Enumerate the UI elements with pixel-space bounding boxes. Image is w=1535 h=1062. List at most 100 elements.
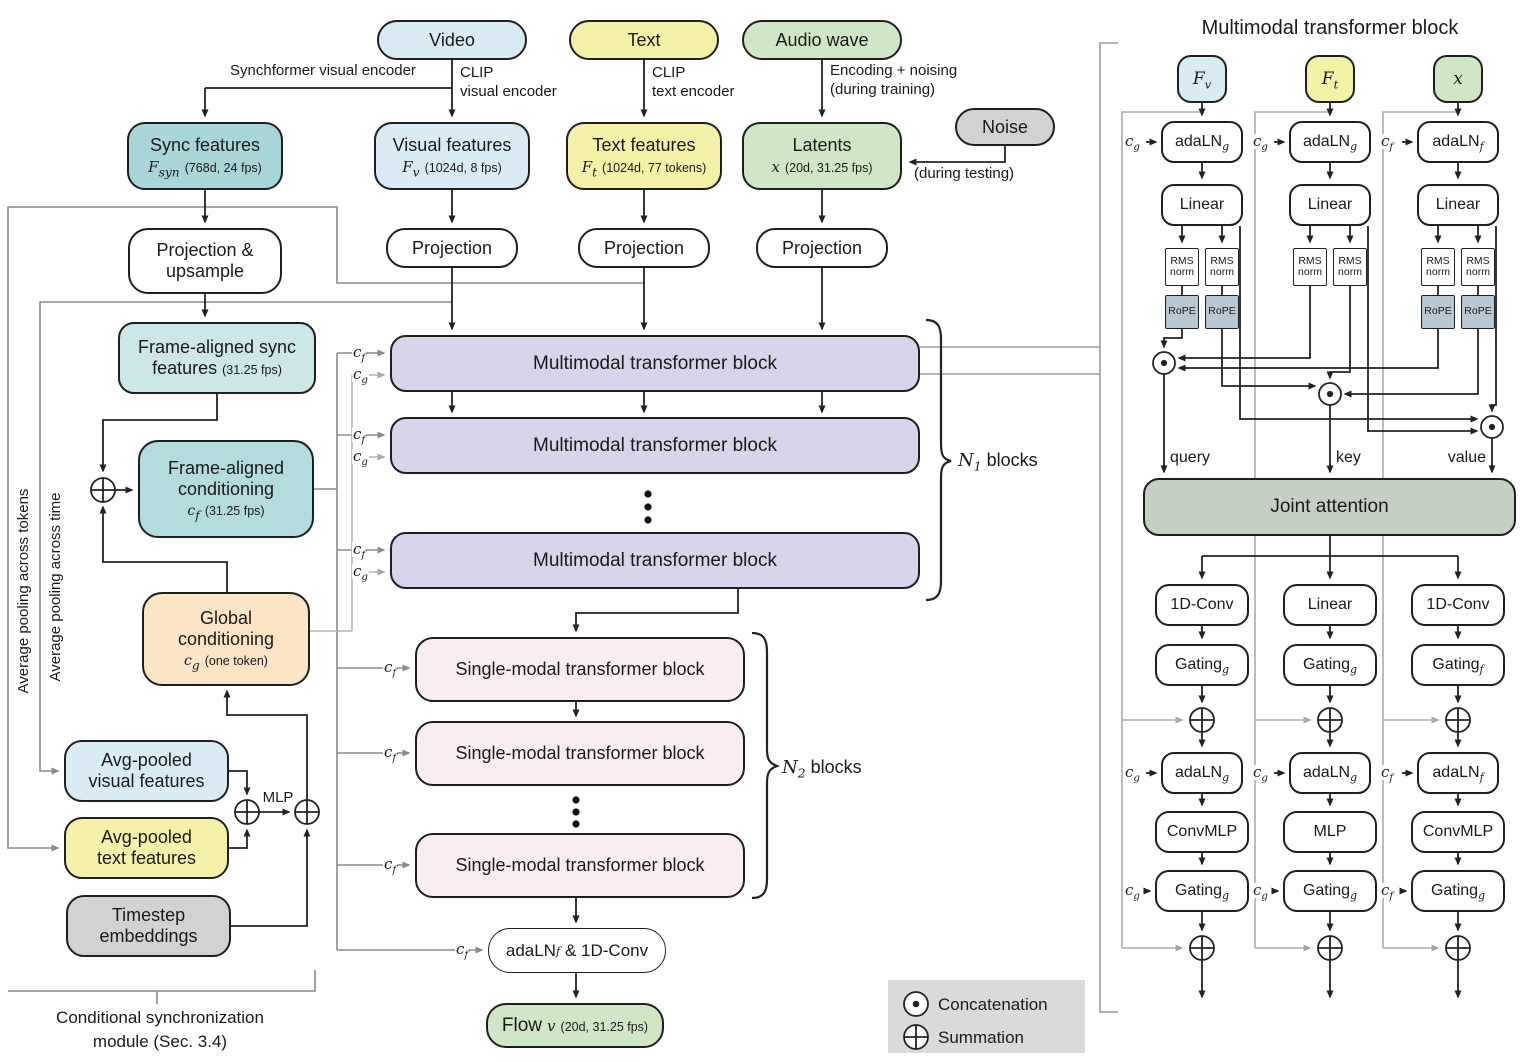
cg-label: cg — [352, 365, 369, 386]
rope-box: RoPE — [1461, 295, 1495, 329]
sum-circle — [1189, 707, 1215, 733]
joint-attention-node: Joint attention — [1143, 478, 1516, 536]
group-braces — [751, 318, 952, 900]
multimodal-block-3: Multimodal transformer block — [390, 532, 920, 589]
mlp-col1: ConvMLP — [1155, 811, 1249, 853]
adaln2-col1: adaLNg — [1161, 752, 1243, 794]
rope-box: RoPE — [1205, 295, 1239, 329]
text-features-node: Text features Ft (1024d, 77 tokens) — [566, 122, 722, 190]
value-label: value — [1447, 449, 1486, 466]
during-testing-label: (during testing) — [914, 165, 1015, 182]
avg-pooled-text-node: Avg-pooled text features — [64, 817, 229, 879]
panel-c-label: cg — [1124, 881, 1141, 902]
legend-sum-label: Summation — [938, 1028, 1024, 1047]
concat-circle — [1480, 415, 1504, 439]
panel-c-label: cg — [1124, 763, 1141, 784]
avg-visual-line1: Avg-pooled — [101, 750, 192, 771]
n2-blocks-label: N2 blocks — [782, 757, 862, 781]
cf-label: cf — [383, 743, 398, 764]
panel-c-label: cf — [1380, 763, 1395, 784]
single-modal-block-2: Single-modal transformer block — [415, 721, 745, 786]
visual-features-title: Visual features — [392, 135, 512, 156]
sum-circle — [1317, 707, 1343, 733]
cf-label: cf — [352, 540, 367, 561]
concat-circle — [1152, 351, 1176, 375]
panel-c-label: cg — [1252, 132, 1269, 153]
n1-blocks-label: N1 blocks — [958, 450, 1038, 474]
avg-visual-line2: visual features — [88, 771, 205, 791]
cg-label: cg — [352, 562, 369, 583]
postattn-col3: 1D-Conv — [1411, 584, 1505, 626]
gating1-col1: Gatingg — [1155, 644, 1249, 686]
cf-label: cf — [455, 940, 470, 961]
noise-label: Noise — [981, 116, 1029, 137]
projection-upsample-label: Projection & upsample — [156, 240, 254, 281]
mlp-label: MLP — [262, 789, 294, 806]
rope-box: RoPE — [1165, 295, 1199, 329]
latents-meta: x (20d, 31.25 fps) — [771, 158, 873, 176]
rope-box: RoPE — [1421, 295, 1455, 329]
sum-circle — [1189, 935, 1215, 961]
latents-node: Latents x (20d, 31.25 fps) — [742, 122, 902, 190]
panel-c-label: cf — [1380, 881, 1395, 902]
sum-circle — [1445, 935, 1471, 961]
key-label: key — [1336, 449, 1361, 466]
avg-pooled-visual-node: Avg-pooled visual features — [64, 740, 229, 802]
video-node: Video — [377, 20, 527, 60]
multimodal-block-2: Multimodal transformer block — [390, 417, 920, 474]
query-label: query — [1170, 449, 1211, 466]
cf-label: cf — [383, 855, 398, 876]
projection-upsample-node: Projection & upsample — [128, 228, 282, 294]
frame-sync-line1: Frame-aligned sync — [137, 337, 297, 358]
visual-features-meta: Fv (1024d, 8 fps) — [402, 158, 502, 180]
text-label: Text — [627, 29, 661, 50]
audio-encoding-label: Encoding + noising(during training) — [830, 62, 958, 98]
audio-wave-node: Audio wave — [742, 20, 902, 60]
panel-token-fv: Fv — [1177, 55, 1227, 103]
mlp-col2: MLP — [1283, 811, 1377, 853]
avg-pool-time-label: Average pooling across time — [47, 492, 64, 682]
cf-label: cf — [352, 425, 367, 446]
sum-circle — [1317, 935, 1343, 961]
cg-label: cg — [352, 447, 369, 468]
avg-text-line2: text features — [96, 848, 197, 868]
n2-brace — [751, 631, 781, 900]
multimodal-block-1: Multimodal transformer block — [390, 335, 920, 392]
gating2-col1: Gatingg — [1155, 870, 1249, 912]
global-cond-line1: Global — [199, 607, 253, 628]
cf-label: cf — [352, 343, 367, 364]
sync-features-meta: Fsyn (768d, 24 fps) — [148, 158, 262, 180]
n1-brace — [925, 318, 952, 602]
gating2-col2: Gatingg — [1283, 870, 1377, 912]
sync-features-node: Sync features Fsyn (768d, 24 fps) — [127, 122, 283, 190]
sync-module-caption-line2: module (Sec. 3.4) — [92, 1032, 228, 1051]
global-cond-meta: cg (one token) — [184, 653, 268, 673]
mlp-col3: ConvMLP — [1411, 811, 1505, 853]
panel-c-label: cg — [1252, 881, 1269, 902]
adaln1-col3: adaLNf — [1417, 121, 1499, 163]
timestep-line2: embeddings — [99, 926, 198, 946]
video-label: Video — [429, 29, 475, 50]
operator-circles — [90, 351, 1504, 1050]
single-modal-block-1: Single-modal transformer block — [415, 637, 745, 702]
sync-features-title: Sync features — [149, 135, 261, 156]
panel-title: Multimodal transformer block — [1201, 17, 1459, 39]
legend-concat-label: Concatenation — [938, 995, 1048, 1014]
timestep-line1: Timestep — [111, 905, 186, 926]
sum-circle — [294, 799, 320, 825]
adaln2-col2: adaLNg — [1289, 752, 1371, 794]
projection-text-node: Projection — [578, 228, 710, 268]
sum-circle — [90, 477, 116, 503]
panel-c-label: cf — [1380, 132, 1395, 153]
global-conditioning-node: Global conditioning cg (one token) — [142, 592, 310, 686]
sum-circle — [1445, 707, 1471, 733]
frame-cond-line1: Frame-aligned — [167, 457, 285, 478]
gating1-col3: Gatingf — [1411, 644, 1505, 686]
adaln1-col1: adaLNg — [1161, 121, 1243, 163]
